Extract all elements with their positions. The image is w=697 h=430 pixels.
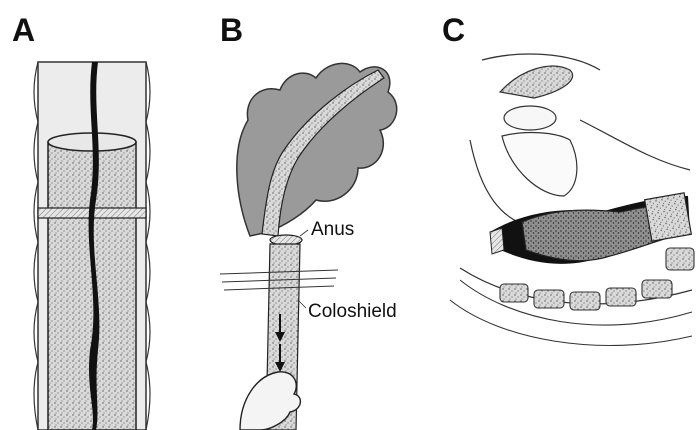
coloshield-rim	[48, 133, 136, 151]
posterior-peritoneum	[580, 120, 690, 170]
bladder	[502, 133, 577, 196]
upper-viscera	[500, 66, 573, 98]
coloshield-distal-end	[645, 193, 692, 241]
bowel-cross-section-illustration	[0, 0, 200, 430]
pubic-bone	[504, 106, 556, 130]
pelvic-sagittal-section-illustration	[430, 0, 697, 430]
anus-leader	[300, 230, 308, 236]
coloshield-insertion-illustration	[200, 0, 430, 430]
rectal-stump	[237, 63, 397, 236]
panel-a: A	[0, 0, 200, 430]
panel-c: C C	[430, 0, 697, 430]
anastomosis-ring-c	[490, 228, 504, 254]
label-anus: Anus	[311, 220, 354, 239]
label-coloshield: Coloshield	[308, 302, 397, 321]
panel-b: B Anus Coloshield	[200, 0, 430, 430]
